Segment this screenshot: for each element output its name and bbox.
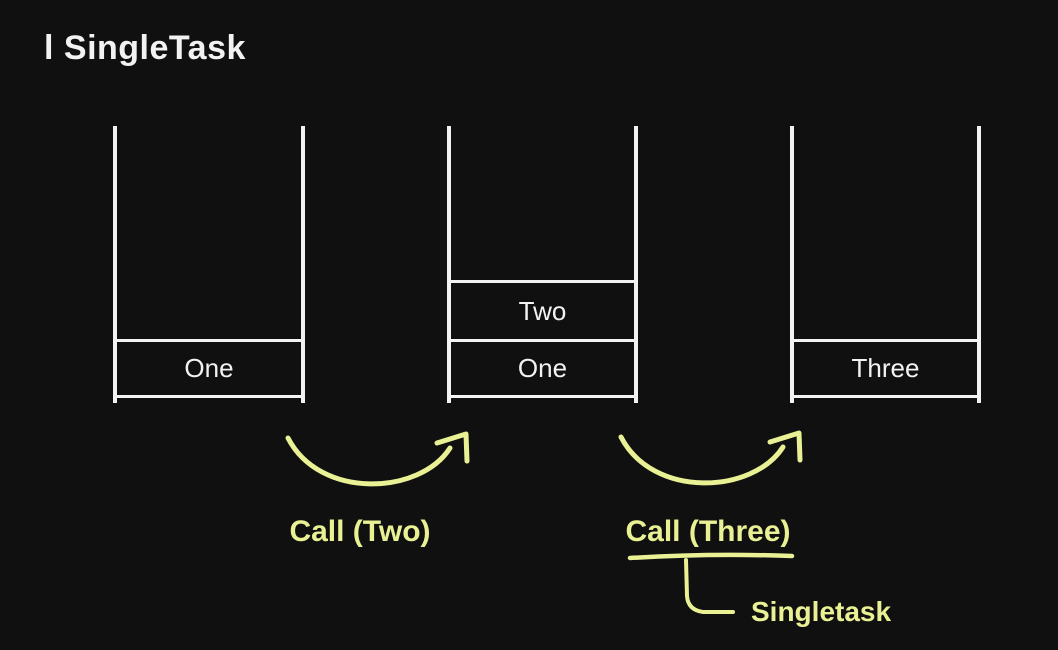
- page-title: l SingleTask: [44, 29, 246, 67]
- stack-item-label: One: [517, 353, 568, 383]
- stack-item-one: One: [117, 339, 301, 398]
- task-stack-1: One: [113, 126, 305, 403]
- stack-item-one: One: [451, 339, 634, 398]
- curved-arrow-call-two-icon: [285, 435, 453, 487]
- task-stack-2: Two One: [447, 126, 638, 403]
- singletask-label: Singletask: [751, 596, 892, 627]
- call-two-label: Call (Two): [289, 515, 431, 548]
- stack-item-label: Two: [518, 295, 567, 326]
- stack-item-two: Two: [451, 280, 634, 339]
- curved-arrow-call-three-head-icon: [767, 430, 803, 463]
- call-three-underline-icon: [627, 552, 795, 561]
- call-three-label: Call (Three): [625, 515, 791, 548]
- stack-item-three: Three: [794, 339, 977, 398]
- curved-arrow-call-two-head-icon: [434, 431, 470, 464]
- curved-arrow-call-three-icon: [618, 434, 786, 486]
- task-stack-3: Three: [790, 126, 981, 403]
- stack-item-label: Three: [851, 353, 920, 383]
- stack-item-label: One: [184, 353, 234, 383]
- singletask-bracket-icon: [684, 558, 735, 614]
